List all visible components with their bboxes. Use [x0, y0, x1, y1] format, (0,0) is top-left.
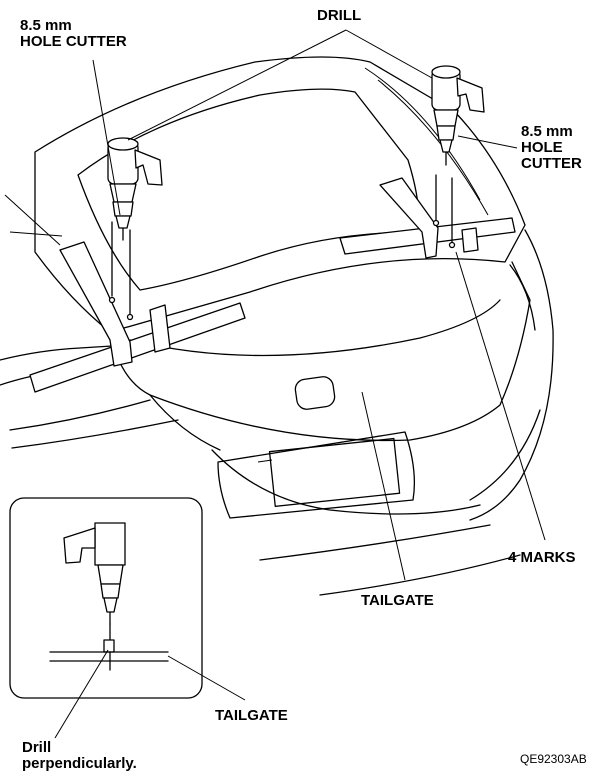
tape-left-horizontal — [29, 302, 246, 393]
tape-left-vertical-1 — [59, 241, 133, 367]
label-four-marks: 4 MARKS — [508, 549, 576, 566]
leader-tailgate-inset — [167, 655, 246, 701]
hole-mark-3 — [432, 219, 440, 227]
tape-left-vertical-2 — [149, 304, 171, 353]
tape-right-vertical-1 — [379, 177, 439, 259]
hole-mark-2 — [126, 313, 134, 321]
hole-mark-4 — [448, 241, 456, 249]
tape-right-vertical-2 — [461, 227, 479, 253]
leader-drill-perpendicularly — [54, 649, 109, 739]
inset-detail — [9, 497, 203, 699]
tailgate-body — [109, 261, 531, 442]
leader-hole-cutter-right — [457, 135, 518, 149]
drill-left — [107, 137, 163, 241]
leader-tailgate-main — [361, 391, 406, 581]
leader-drill-left — [127, 29, 347, 141]
license-plate — [268, 437, 401, 507]
license-plate-recess — [217, 431, 415, 519]
label-tailgate-inset: TAILGATE — [215, 707, 288, 724]
figure-code: QE92303AB — [520, 752, 587, 766]
hole-mark-1 — [108, 296, 116, 304]
tailgate-emblem — [294, 376, 336, 410]
label-hole-cutter-right: 8.5 mm HOLE CUTTER — [521, 123, 582, 172]
drill-right — [431, 65, 485, 166]
leader-hole-cutter-left — [92, 59, 121, 216]
label-hole-cutter-left: 8.5 mm HOLE CUTTER — [20, 17, 127, 50]
leader-drill-right — [345, 29, 433, 79]
label-drill-perpendicularly: Drill perpendicularly. — [22, 739, 137, 772]
label-tailgate-main: TAILGATE — [361, 592, 434, 609]
label-drill: DRILL — [317, 7, 362, 24]
leader-four-marks — [455, 251, 546, 541]
